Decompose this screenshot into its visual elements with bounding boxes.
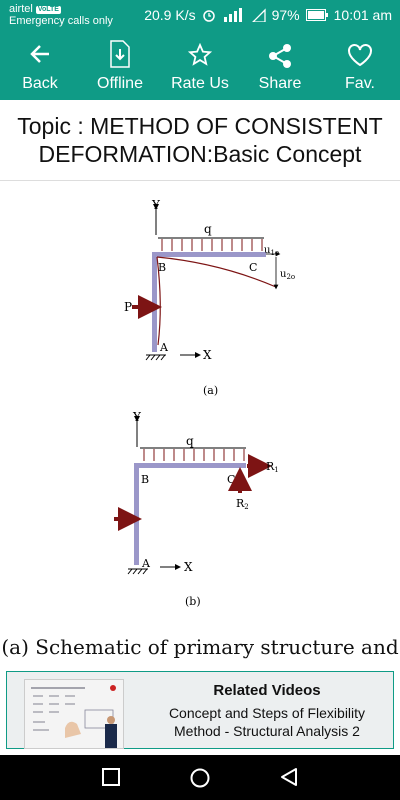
fig-a-u1-label: u1o [264,245,279,257]
rate-us-button[interactable]: Rate Us [160,31,240,100]
volte-badge: VoLTE [35,6,61,14]
back-label: Back [22,75,58,92]
figure-b: Y q B C R1 R2 A X (b) [114,410,279,608]
related-videos-title: Related Videos [213,682,321,699]
fig-a-b-label: B [158,261,166,274]
star-icon [188,43,212,66]
arrow-left-icon [30,45,49,63]
heart-icon [348,44,372,67]
download-icon [110,40,130,68]
fig-a-u2-label: u2o [280,269,295,281]
fig-b-q-label: q [186,434,194,448]
fig-a-p-label: P [124,300,132,314]
alarm-icon [202,10,215,22]
fig-b-c-label: C [227,473,235,486]
figure-a: Y q u1o u2o B C P A X (a) [124,198,295,397]
fig-b-r1-label: R1 [266,460,279,474]
fig-b-y-label: Y [132,410,142,424]
share-button[interactable]: Share [240,31,320,100]
clock: 10:01 am [333,7,392,23]
signal-icon [223,8,242,22]
fig-b-a-label: A [141,557,151,570]
offline-button[interactable]: Offline [80,31,160,100]
fig-a-x-label: X [203,348,212,362]
back-nav-icon[interactable] [279,767,299,787]
favorite-label: Fav. [345,75,375,92]
system-nav-bar [0,755,400,800]
topic-header: Topic : METHOD OF CONSISTENT DEFORMATION… [0,100,400,181]
topic-title: Topic : METHOD OF CONSISTENT DEFORMATION… [17,113,383,167]
battery-icon [305,9,328,21]
emergency-text: Emergency calls only [9,15,113,27]
signal-2-icon [251,8,266,22]
battery-percent: 97% [271,7,300,23]
network-speed: 20.9 K/s [144,7,196,23]
related-video-link[interactable]: Concept and Steps of Flexibility Method … [168,705,366,739]
fig-b-b-label: B [141,473,149,486]
action-toolbar: Back Offline Rate Us Share Fav. [0,31,400,100]
structure-diagram: Y q u1o u2o B C P A X (a) Y q B [114,198,295,608]
back-button[interactable]: Back [0,31,80,100]
share-icon [269,44,291,68]
recents-icon[interactable] [101,767,121,787]
content-caption: (a) Schematic of primary structure and [1,635,399,659]
fig-a-a-label: A [159,341,169,354]
fig-a-caption: (a) [203,384,218,397]
fig-a-q-label: q [204,222,212,236]
home-icon[interactable] [189,767,211,789]
offline-label: Offline [97,75,143,92]
fig-b-r2-label: R2 [236,497,249,511]
related-videos-card[interactable]: Related Videos Concept and Steps of Flex… [6,671,394,749]
video-thumbnail-image [25,680,123,748]
fig-b-x-label: X [184,560,193,574]
video-thumbnail[interactable] [24,679,124,749]
status-indicators: 20.9 K/s 97% 10:01 am [144,6,392,24]
rate-us-label: Rate Us [171,75,229,92]
fig-b-caption: (b) [185,595,201,608]
share-label: Share [258,75,302,92]
fig-a-c-label: C [249,261,257,274]
fig-a-y-label: Y [151,198,161,212]
favorite-button[interactable]: Fav. [320,31,400,100]
